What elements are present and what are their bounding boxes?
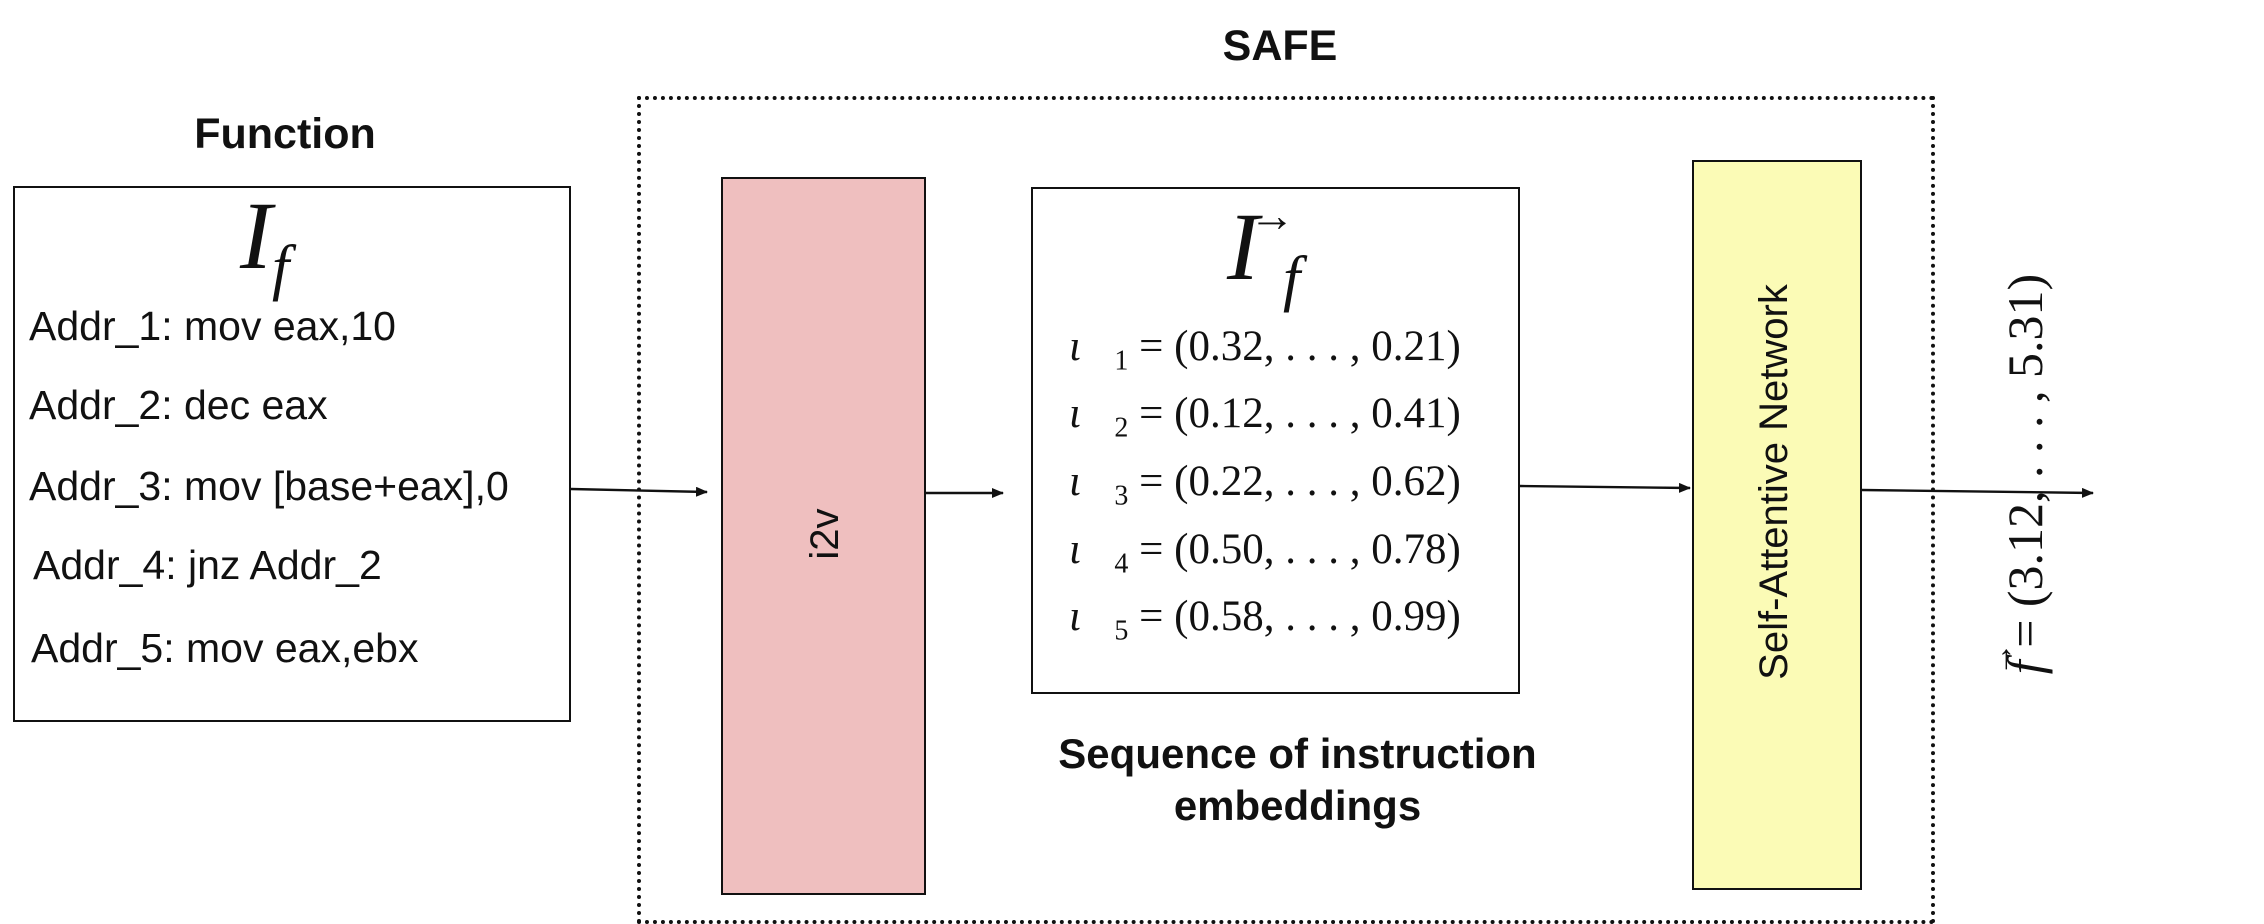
self-attentive-network-box: Self-Attentive Network — [1692, 160, 1862, 890]
embeddings-symbol: I → f — [1227, 190, 1301, 314]
function-title: Function — [194, 110, 376, 158]
sequence-caption: Sequence of instruction embeddings — [1058, 730, 1537, 829]
embeddings-box: I → f ι⃗1 = (0.32, . . . , 0.21) ι⃗2 = (… — [1031, 187, 1520, 694]
function-box: If Addr_1: mov eax,10 Addr_2: dec eax Ad… — [13, 182, 571, 722]
arrow-function-to-i2v — [570, 486, 708, 497]
embedding-row-1: ι⃗1 = (0.32, . . . , 0.21) — [1069, 323, 1461, 377]
embedding-row-5: ι⃗5 = (0.58, . . . , 0.99) — [1069, 593, 1461, 647]
embedding-row-2: ι⃗2 = (0.12, . . . , 0.41) — [1069, 390, 1461, 444]
function-symbol: If — [240, 182, 290, 303]
instruction-4: Addr_4: jnz Addr_2 — [33, 542, 382, 588]
instruction-5: Addr_5: mov eax,ebx — [31, 625, 419, 671]
embedding-row-3: ι⃗3 = (0.22, . . . , 0.62) — [1069, 458, 1461, 512]
instruction-2: Addr_2: dec eax — [29, 382, 328, 428]
arrow-embeddings-to-network — [1519, 482, 1691, 493]
embedding-row-4: ι⃗4 = (0.50, . . . , 0.78) — [1069, 526, 1461, 580]
instruction-3: Addr_3: mov [base+eax],0 — [29, 463, 509, 509]
arrow-network-to-output — [1861, 487, 2094, 498]
i2v-box: i2v — [721, 177, 926, 895]
vector-arrow-icon: → — [1249, 190, 1295, 241]
instruction-1: Addr_1: mov eax,10 — [29, 303, 396, 349]
safe-title: SAFE — [1222, 22, 1338, 70]
